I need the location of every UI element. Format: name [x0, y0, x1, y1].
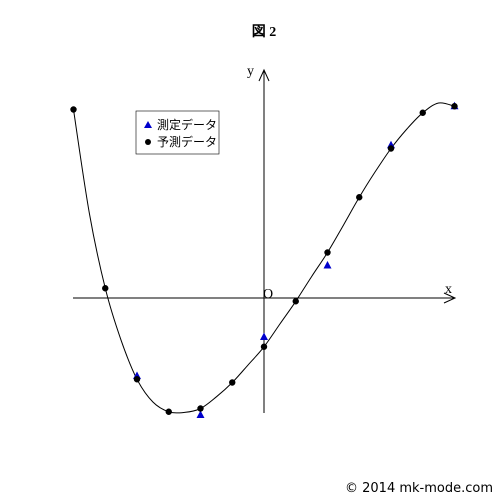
predicted-point-12: [451, 103, 458, 110]
legend-box: [135, 110, 220, 155]
measured-point-1: [196, 410, 205, 418]
predicted-point-3: [165, 408, 172, 415]
y-axis-label: y: [247, 64, 254, 79]
axes: x y O: [73, 64, 457, 413]
measured-point-3: [323, 261, 332, 269]
watermark: © 2014 mk-mode.com: [345, 481, 493, 496]
legend-circle-marker: [145, 139, 151, 145]
predicted-point-0: [70, 106, 77, 113]
legend-triangle-marker: [144, 121, 152, 128]
legend: 測定データ 予測データ: [135, 110, 220, 155]
predicted-point-6: [260, 343, 268, 350]
measured-point-2: [260, 332, 268, 340]
x-axis-arrow: [443, 292, 457, 304]
x-axis-label: x: [445, 282, 452, 297]
legend-label-predicted: 予測データ: [157, 134, 217, 149]
predicted-point-2: [133, 376, 141, 383]
predicted-point-1: [102, 285, 109, 292]
y-axis-arrow: [258, 68, 270, 82]
predicted-point-5: [229, 379, 236, 386]
predicted-point-9: [356, 194, 363, 201]
predicted-point-4: [197, 405, 204, 412]
origin-label: O: [263, 287, 273, 302]
predicted-point-8: [324, 249, 331, 256]
data-points: [70, 101, 459, 418]
predicted-point-7: [292, 298, 299, 305]
chart-title: 図 2: [252, 24, 277, 40]
predicted-point-11: [419, 109, 426, 116]
predicted-point-10: [387, 145, 395, 152]
legend-label-measured: 測定データ: [157, 117, 217, 132]
